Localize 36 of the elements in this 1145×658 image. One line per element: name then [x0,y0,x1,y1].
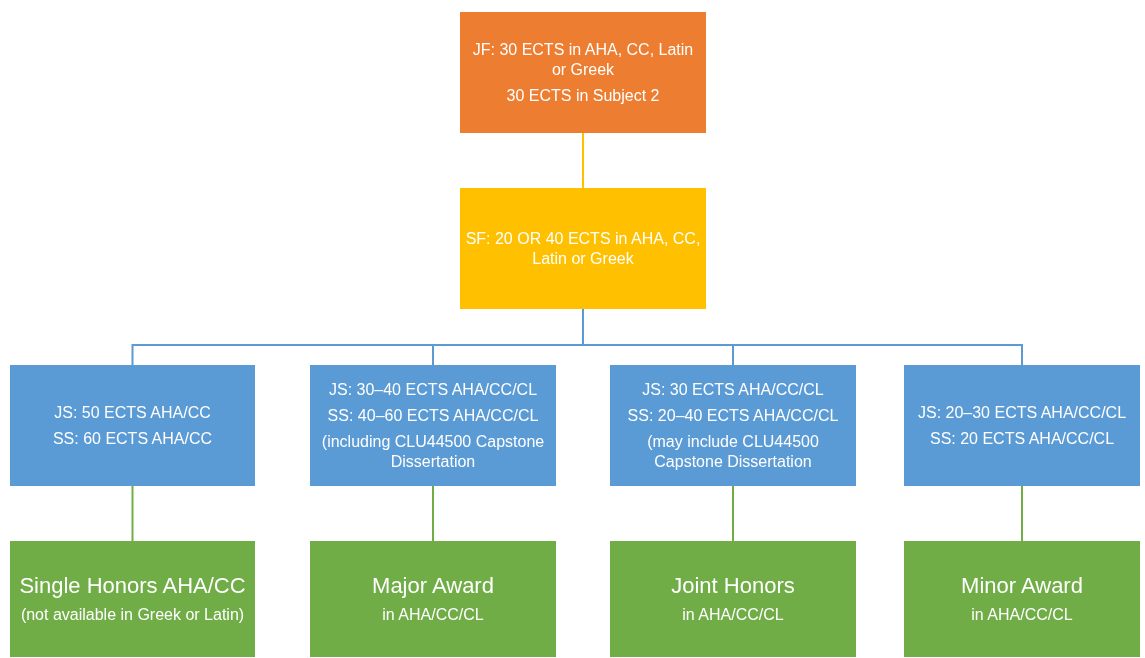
connector-line [131,485,134,542]
outcome-title: Single Honors AHA/CC [19,573,246,599]
outcome-box [10,541,255,657]
connector-line [1021,485,1023,542]
box-text: in AHA/CC/CL [682,605,784,625]
box-text: JF: 30 ECTS in AHA, CC, Latin or Greek [471,39,695,80]
box-text: SS: 40–60 ECTS AHA/CC/CL [327,405,539,426]
box-text: SS: 60 ECTS AHA/CC [52,428,213,449]
process-box [904,365,1140,486]
box-text: JS: 30–40 ECTS AHA/CC/CL [328,379,538,400]
box-text: SS: 20–40 ECTS AHA/CC/CL [627,405,839,426]
outcome-box [610,541,856,657]
box-text: JS: 50 ECTS AHA/CC [54,402,211,423]
box-text: JS: 20–30 ECTS AHA/CC/CL [917,402,1127,423]
box-text: SS: 20 ECTS AHA/CC/CL [929,428,1115,449]
process-box [310,365,556,486]
outcome-title: Minor Award [961,573,1083,599]
connector-line [582,132,584,189]
box-text: in AHA/CC/CL [971,605,1073,625]
box-text: (may include CLU44500 Capstone Dissertation [646,431,820,472]
connector-line [432,485,434,542]
box-text: 30 ECTS in Subject 2 [506,85,660,106]
box-text: SF: 20 OR 40 ECTS in AHA, CC, Latin or Greek [464,228,702,269]
connector-line [732,485,734,542]
box-text: (not available in Greek or Latin) [20,605,245,625]
box-text: in AHA/CC/CL [382,605,484,625]
outcome-title: Joint Honors [671,573,795,599]
box-text: (including CLU44500 Capstone Dissertation [320,431,546,472]
process-box [460,12,706,133]
outcome-box [310,541,556,657]
process-box [610,365,856,486]
outcome-title: Major Award [372,573,494,599]
box-text: JS: 30 ECTS AHA/CC/CL [642,379,824,400]
process-box [10,365,255,486]
outcome-box [904,541,1140,657]
process-box [460,188,706,309]
